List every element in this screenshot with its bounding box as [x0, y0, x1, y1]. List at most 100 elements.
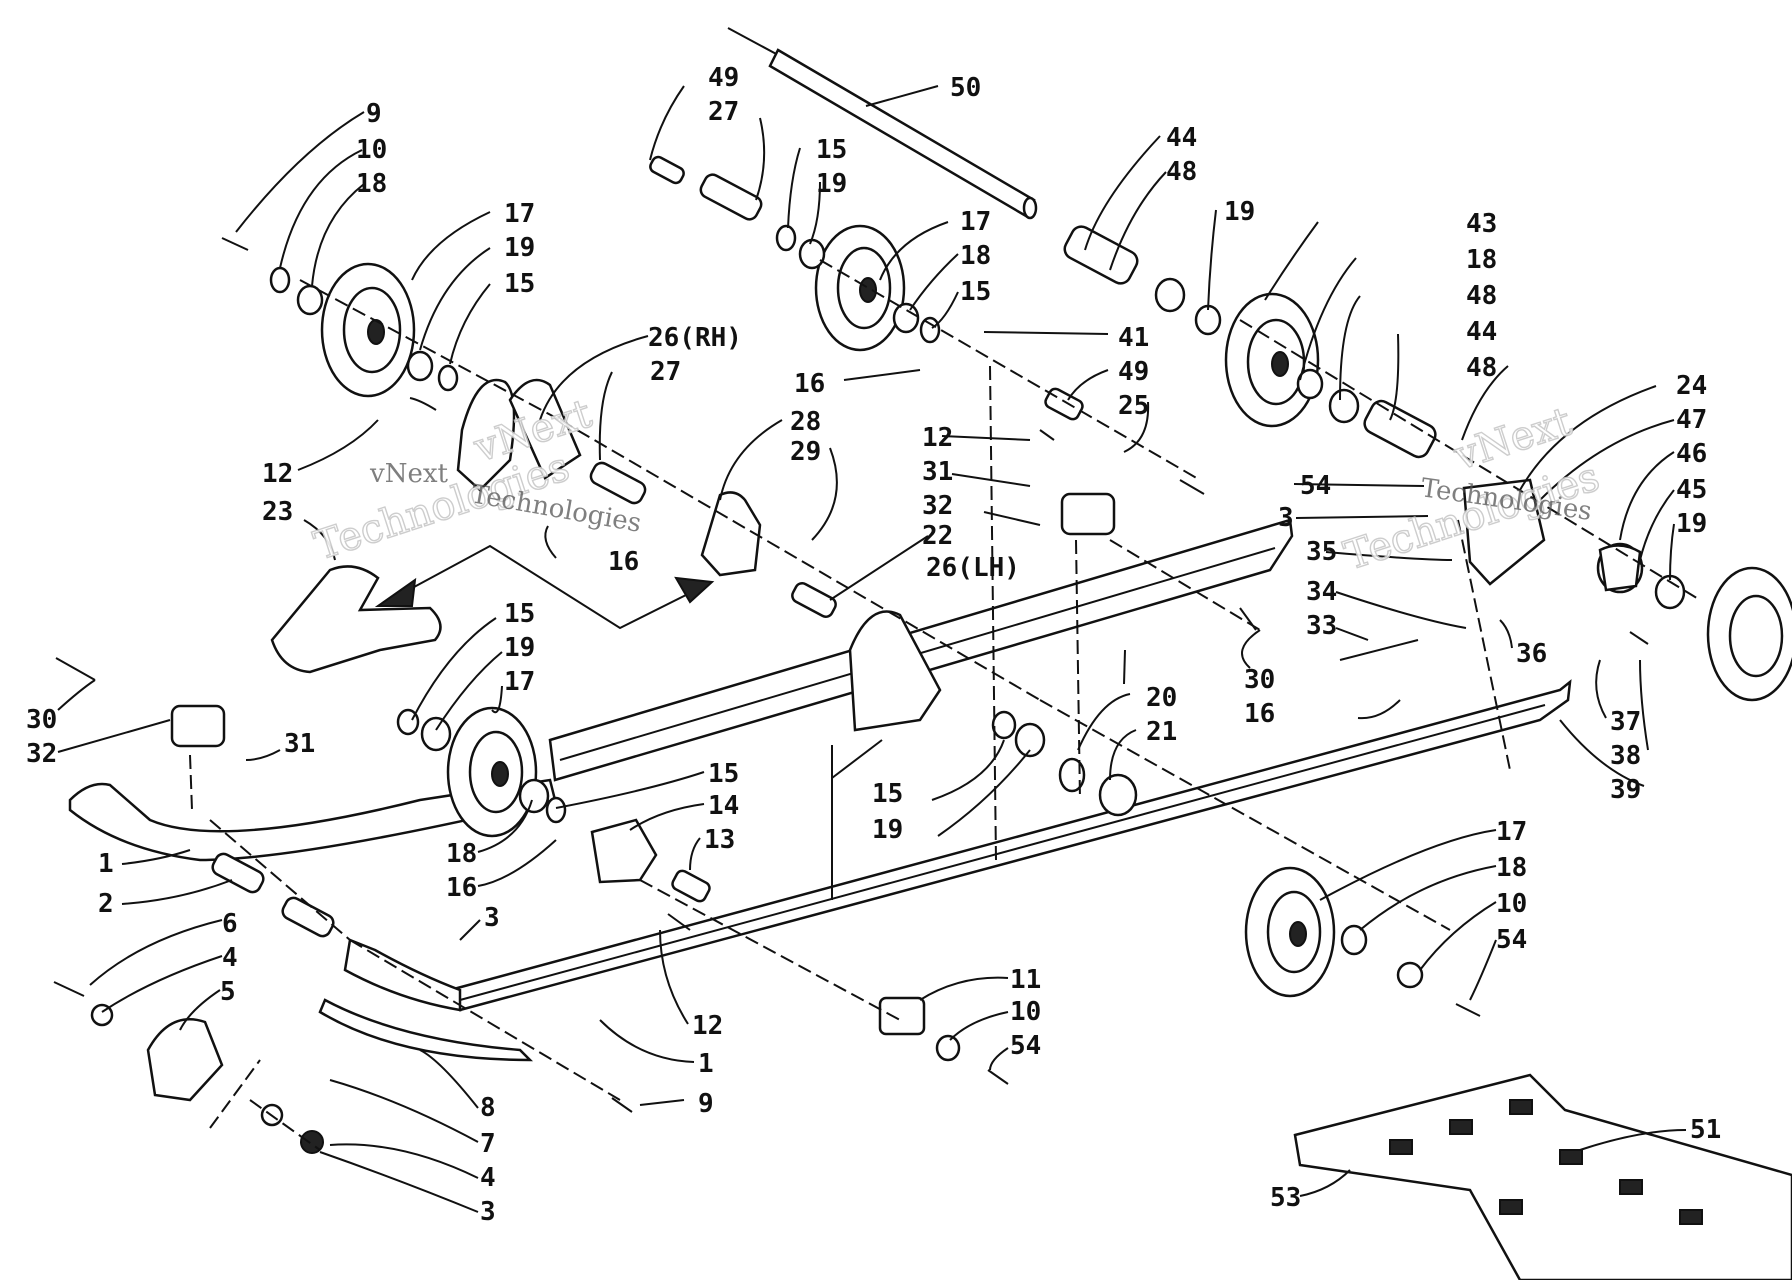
callout: 24 [1676, 371, 1707, 401]
axis-bracket-26lh-b [831, 739, 883, 779]
callout-labels: 9 10 18 17 19 15 12 23 26(RH) 27 28 29 1… [26, 63, 1721, 1227]
callout: 44 [1466, 317, 1497, 347]
callout: 17 [1496, 817, 1527, 847]
wheel-upper-right [1224, 292, 1320, 428]
wheel-middle-left [446, 706, 538, 838]
callout: 32 [922, 491, 953, 521]
callout: 20 [1146, 683, 1177, 713]
callout: 19 [504, 633, 535, 663]
callout: 18 [960, 241, 991, 271]
arrow-head-right [674, 576, 715, 604]
callout: 1 [98, 849, 114, 879]
callout: 15 [872, 779, 903, 809]
callout: 12 [692, 1011, 723, 1041]
axis-vertical-1 [989, 365, 997, 861]
axis-vertical-2 [1075, 539, 1081, 801]
callout: 17 [504, 199, 535, 229]
callout: 54 [1300, 471, 1331, 501]
callout: 29 [790, 437, 821, 467]
callout: 49 [708, 63, 739, 93]
callout: 48 [1166, 157, 1197, 187]
callout: 30 [26, 705, 57, 735]
callout: 31 [284, 729, 315, 759]
callout: 10 [1496, 889, 1527, 919]
callout: 32 [26, 739, 57, 769]
callout: 30 [1244, 665, 1275, 695]
spacer-27-mid [589, 461, 647, 505]
track-section [1293, 1073, 1792, 1280]
slide-rail-right [548, 518, 1294, 782]
axis-vertical-3 [1457, 519, 1511, 771]
callout: 3 [1278, 503, 1294, 533]
direction-arrow [389, 544, 701, 630]
callout: 2 [98, 889, 114, 919]
callout: 54 [1010, 1031, 1041, 1061]
callout: 5 [220, 977, 236, 1007]
callout: 7 [480, 1129, 496, 1159]
callout: 15 [504, 599, 535, 629]
callout: 19 [816, 169, 847, 199]
callout: 16 [1244, 699, 1275, 729]
slide-rail-left [343, 679, 1572, 1012]
callout: 25 [1118, 391, 1149, 421]
callout: 47 [1676, 405, 1707, 435]
leader-lines [57, 85, 1687, 1213]
wheel-far-right [1706, 566, 1792, 702]
callout: 9 [698, 1089, 714, 1119]
callout: 48 [1466, 281, 1497, 311]
spacer-49-top [649, 155, 685, 185]
callout: 21 [1146, 717, 1177, 747]
wheel-lower-right [1244, 866, 1336, 998]
callout: 4 [222, 943, 238, 973]
callout: 4 [480, 1163, 496, 1193]
callout: 16 [608, 547, 639, 577]
callout: 36 [1516, 639, 1547, 669]
callout: 44 [1166, 123, 1197, 153]
callout: 9 [366, 99, 382, 129]
callout: 18 [1466, 245, 1497, 275]
callout: 43 [1466, 209, 1497, 239]
axis-vertical-4 [189, 754, 193, 811]
bracket-26-lh [848, 610, 942, 732]
watermark-left-small: vNext [369, 459, 448, 489]
callout: 27 [708, 97, 739, 127]
bracket-28 [700, 491, 762, 577]
callout: 15 [816, 135, 847, 165]
callout: 41 [1118, 323, 1149, 353]
callout: 51 [1690, 1115, 1721, 1145]
callout: 18 [1496, 853, 1527, 883]
block-5 [146, 1017, 224, 1102]
spacer-27-top [699, 173, 763, 221]
callout: 6 [222, 909, 238, 939]
callout: 48 [1466, 353, 1497, 383]
callout: 39 [1610, 775, 1641, 805]
callout: 14 [708, 791, 739, 821]
wheel-upper-left [320, 262, 416, 398]
callout: 23 [262, 497, 293, 527]
bracket-26-rh-arm [508, 378, 582, 480]
callout: 19 [1224, 197, 1255, 227]
callout: 53 [1270, 1183, 1301, 1213]
callout: 27 [650, 357, 681, 387]
callout: 33 [1306, 611, 1337, 641]
callout: 11 [1010, 965, 1041, 995]
bracket-26-rh [456, 378, 516, 492]
spacer-2b [281, 896, 335, 938]
plate-24 [1462, 478, 1546, 586]
callout: 45 [1676, 475, 1707, 505]
bracket-46 [1598, 544, 1642, 592]
callout: 12 [922, 423, 953, 453]
bushing-44-top [1063, 225, 1139, 285]
block-14 [590, 818, 658, 884]
arrow-head-left [374, 577, 417, 607]
callout: 50 [950, 73, 981, 103]
callout: 12 [262, 459, 293, 489]
callout: 19 [504, 233, 535, 263]
callout: 8 [480, 1093, 496, 1123]
callout: 3 [484, 903, 500, 933]
callout: 19 [1676, 509, 1707, 539]
callout: 15 [960, 277, 991, 307]
spacer-2 [211, 852, 265, 894]
callout: 3 [480, 1197, 496, 1227]
